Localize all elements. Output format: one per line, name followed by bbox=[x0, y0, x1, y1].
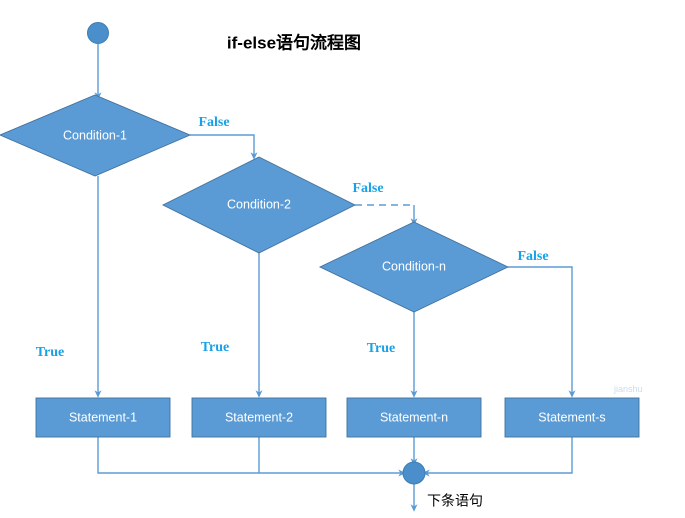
edge-condition-n-false bbox=[508, 266, 576, 398]
watermark-artifact: jianshu bbox=[613, 384, 643, 394]
end-label: 下条语句 bbox=[427, 493, 483, 509]
node-condition-1-label: Condition-1 bbox=[63, 128, 127, 142]
branch-label-true-1: True bbox=[36, 345, 65, 360]
node-condition-n-label: Condition-n bbox=[382, 259, 446, 273]
node-statement-2-label: Statement-2 bbox=[225, 410, 293, 424]
branch-label-false-1: False bbox=[198, 115, 229, 130]
node-statement-2[interactable]: Statement-2 bbox=[191, 397, 327, 438]
branch-label-false-2: False bbox=[352, 181, 383, 196]
node-statement-1[interactable]: Statement-1 bbox=[35, 397, 171, 438]
edge-statement-s-to-merge bbox=[422, 437, 573, 477]
node-statement-n[interactable]: Statement-n bbox=[346, 397, 482, 438]
node-condition-2[interactable]: Condition-2 bbox=[161, 156, 357, 254]
branch-label-true-n: True bbox=[367, 341, 396, 356]
page-title: if-else语句流程图 bbox=[227, 32, 361, 52]
node-statement-s-label: Statement-s bbox=[538, 410, 605, 424]
node-condition-n[interactable]: Condition-n bbox=[318, 221, 510, 313]
node-statement-1-label: Statement-1 bbox=[69, 410, 137, 424]
branch-label-true-2: True bbox=[201, 340, 230, 355]
node-condition-2-label: Condition-2 bbox=[227, 197, 291, 211]
edge-statement-1-to-merge bbox=[97, 437, 406, 477]
merge-node[interactable] bbox=[402, 461, 426, 485]
start-node[interactable] bbox=[87, 22, 109, 44]
edge-condition-1-false bbox=[190, 134, 258, 160]
branch-label-false-n: False bbox=[517, 249, 548, 264]
node-statement-s[interactable]: Statement-s bbox=[504, 397, 640, 438]
node-statement-n-label: Statement-n bbox=[380, 410, 448, 424]
node-condition-1[interactable]: Condition-1 bbox=[0, 94, 192, 177]
